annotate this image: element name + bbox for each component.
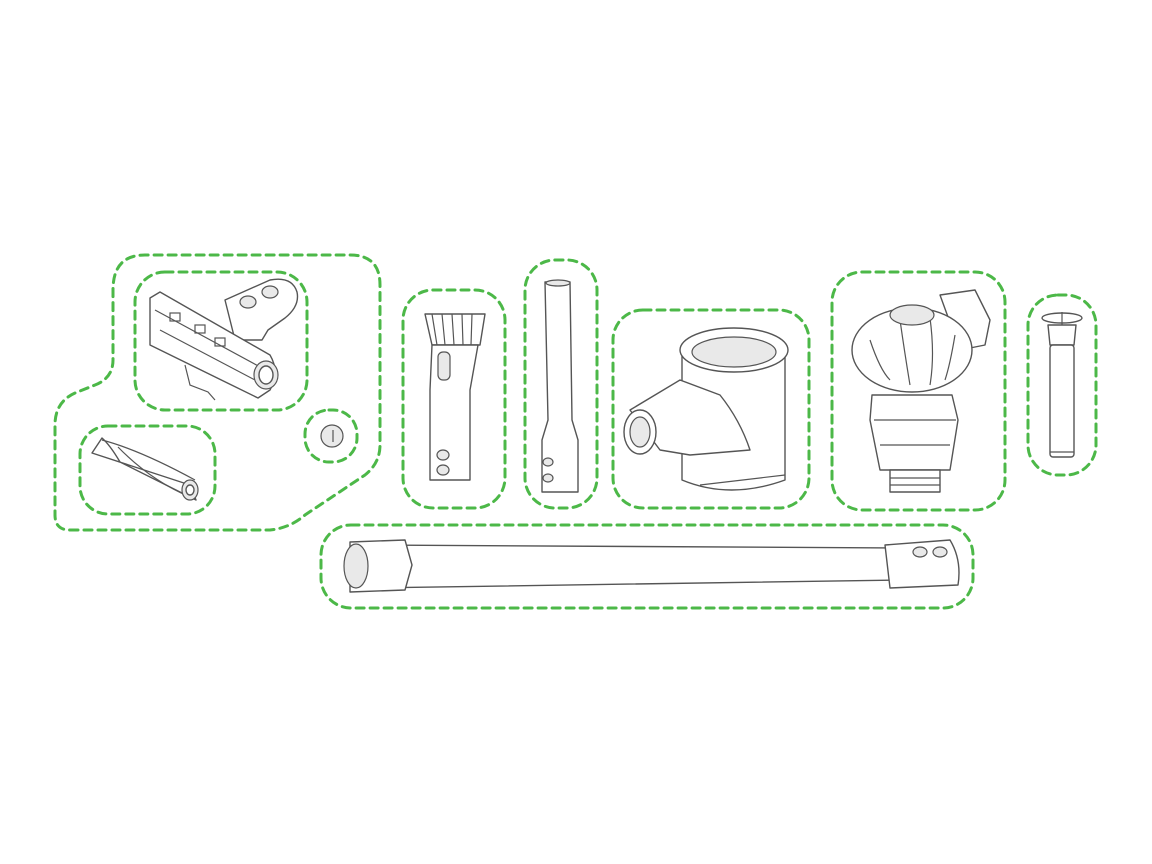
filter[interactable]: [1026, 293, 1098, 477]
wand[interactable]: [319, 523, 975, 610]
end-cap[interactable]: [303, 408, 359, 464]
cyclone-motor-unit[interactable]: [830, 270, 1007, 512]
cleaner-head-assembly-outline: [53, 253, 382, 532]
cleaner-head[interactable]: [133, 270, 309, 412]
crevice-tool[interactable]: [523, 258, 599, 510]
clear-bin[interactable]: [611, 308, 811, 510]
combination-tool[interactable]: [401, 288, 507, 510]
brush-bar[interactable]: [78, 424, 217, 516]
